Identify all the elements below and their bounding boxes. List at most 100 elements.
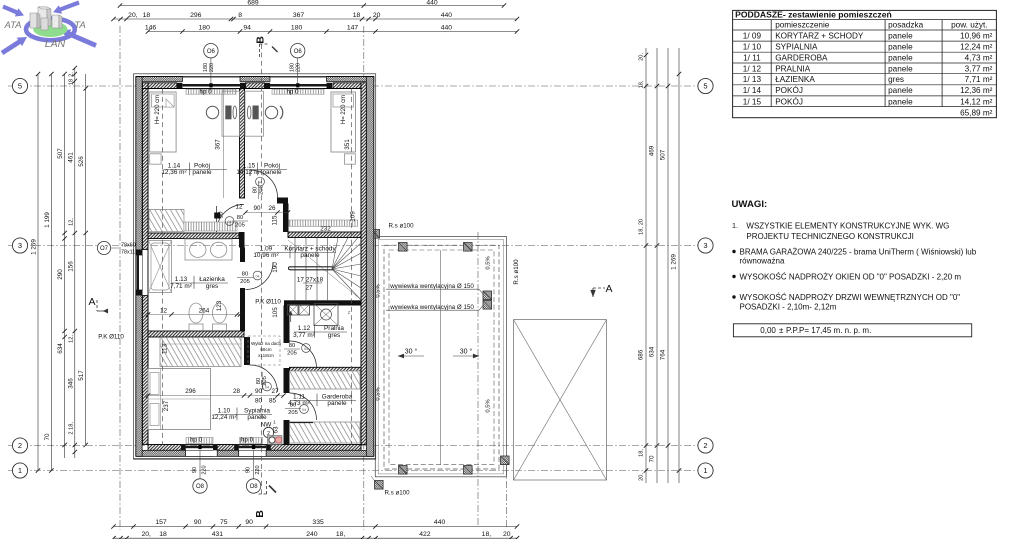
svg-text:18,: 18,: [639, 80, 645, 88]
svg-text:POSADZKI - 2,10m- 2,12m: POSADZKI - 2,10m- 2,12m: [740, 303, 837, 312]
svg-text:440: 440: [434, 519, 446, 526]
svg-text:90: 90: [218, 211, 225, 219]
svg-text:panele: panele: [262, 169, 282, 176]
svg-text:14,12 m²: 14,12 m²: [960, 97, 993, 106]
svg-text:04: 04: [228, 220, 232, 224]
svg-text:10,96 m²: 10,96 m²: [960, 31, 993, 40]
svg-text:04: 04: [256, 274, 260, 278]
svg-text:1.14: 1.14: [168, 163, 181, 170]
svg-text:3: 3: [18, 241, 22, 250]
svg-text:hp 0: hp 0: [190, 437, 203, 444]
svg-text:105: 105: [272, 307, 279, 318]
svg-text:146: 146: [145, 25, 157, 32]
svg-text:469: 469: [649, 145, 656, 156]
svg-text:1/ 12: 1/ 12: [743, 64, 762, 73]
svg-text:P.P.P= 17,45 m. n. p. m.: P.P.P= 17,45 m. n. p. m.: [786, 326, 871, 335]
svg-text:posadzka: posadzka: [888, 21, 923, 30]
svg-text:27: 27: [305, 285, 313, 292]
svg-text:TA: TA: [74, 20, 85, 31]
svg-text:65,89 m²: 65,89 m²: [960, 108, 993, 117]
svg-text:PRALNIA: PRALNIA: [775, 64, 811, 73]
svg-text:205: 205: [287, 351, 297, 357]
svg-text:507: 507: [660, 149, 667, 160]
svg-text:232: 232: [320, 226, 331, 233]
svg-text:5: 5: [703, 82, 707, 91]
svg-text:296: 296: [185, 388, 196, 395]
svg-text:109: 109: [350, 211, 357, 222]
svg-text:LAN: LAN: [45, 38, 66, 50]
svg-text:85: 85: [269, 398, 277, 405]
svg-text:12,24 m²: 12,24 m²: [960, 43, 993, 52]
svg-text:18,: 18,: [639, 449, 645, 457]
svg-text:90: 90: [255, 388, 263, 395]
svg-text:R.s ø100: R.s ø100: [384, 490, 410, 497]
svg-text:panele: panele: [888, 97, 913, 106]
svg-text:WSZYSTKIE ELEMENTY KONSTRUKCYJ: WSZYSTKIE ELEMENTY KONSTRUKCYJNE WYK. WG: [746, 222, 949, 231]
svg-text:220: 220: [202, 465, 208, 474]
svg-text:12: 12: [235, 204, 243, 211]
svg-text:526: 526: [78, 156, 85, 167]
svg-text:panele: panele: [888, 86, 913, 95]
svg-text:A: A: [605, 283, 612, 295]
svg-text:GARDEROBA: GARDEROBA: [775, 54, 828, 63]
svg-text:18: 18: [353, 12, 361, 19]
svg-text:20: 20: [373, 12, 381, 19]
svg-text:156: 156: [67, 261, 74, 272]
svg-text:63: 63: [273, 426, 280, 434]
svg-text:12,: 12,: [68, 218, 74, 226]
svg-text:B: B: [254, 510, 266, 518]
svg-text:R.s ø100: R.s ø100: [513, 259, 520, 285]
svg-text:80: 80: [289, 343, 295, 349]
svg-text:205: 205: [259, 185, 265, 195]
svg-text:2: 2: [18, 441, 22, 450]
svg-text:686: 686: [638, 349, 645, 360]
svg-text:94: 94: [243, 25, 251, 32]
svg-text:12: 12: [160, 308, 168, 315]
svg-text:gres: gres: [328, 332, 340, 339]
svg-text:wywiewka wentylacyjna Ø 150: wywiewka wentylacyjna Ø 150: [389, 304, 474, 311]
svg-text:1.: 1.: [732, 221, 738, 230]
svg-text:113: 113: [162, 343, 169, 354]
svg-text:220: 220: [209, 63, 215, 72]
svg-text:20,: 20,: [639, 53, 645, 61]
svg-text:1: 1: [273, 420, 276, 425]
svg-text:220: 220: [255, 465, 261, 474]
svg-text:461: 461: [67, 152, 74, 163]
svg-text:180: 180: [290, 63, 296, 72]
svg-text:1.15: 1.15: [243, 163, 256, 170]
svg-text:90: 90: [245, 519, 253, 526]
svg-text:115: 115: [272, 215, 279, 226]
svg-text:689: 689: [247, 0, 259, 6]
svg-text:27: 27: [271, 388, 279, 395]
svg-text:20,: 20,: [128, 12, 138, 19]
svg-text:x118cm: x118cm: [258, 353, 274, 358]
svg-text:3: 3: [703, 241, 707, 250]
svg-text:B: B: [255, 36, 267, 44]
svg-text:0,5%: 0,5%: [376, 387, 382, 400]
svg-text:A: A: [88, 296, 95, 308]
svg-text:2: 2: [267, 431, 270, 437]
svg-text:0,00: 0,00: [760, 326, 776, 335]
svg-text:1: 1: [703, 466, 707, 475]
svg-text:4,73 m²: 4,73 m²: [965, 54, 993, 63]
svg-text:panele: panele: [300, 252, 320, 259]
svg-text:634: 634: [649, 346, 656, 357]
svg-text:90: 90: [192, 467, 198, 473]
svg-text:90: 90: [194, 519, 202, 526]
svg-text:70: 70: [44, 433, 51, 441]
svg-text:1/ 15: 1/ 15: [743, 97, 762, 106]
svg-text:20: 20: [639, 219, 645, 225]
svg-text:367: 367: [293, 12, 305, 19]
svg-text:O7: O7: [100, 246, 109, 252]
svg-text:ŁAZIENKA: ŁAZIENKA: [775, 75, 815, 84]
svg-text:Pralnia: Pralnia: [324, 325, 344, 332]
svg-text:180: 180: [199, 25, 211, 32]
svg-text:1 269: 1 269: [31, 239, 38, 255]
svg-text:gres: gres: [206, 283, 218, 290]
svg-text:hp 0: hp 0: [286, 89, 299, 96]
svg-text:1: 1: [18, 466, 22, 475]
svg-text:18,: 18,: [639, 227, 645, 235]
svg-text:panele: panele: [327, 400, 347, 407]
svg-text:367: 367: [215, 139, 222, 150]
svg-text:90: 90: [246, 467, 252, 473]
